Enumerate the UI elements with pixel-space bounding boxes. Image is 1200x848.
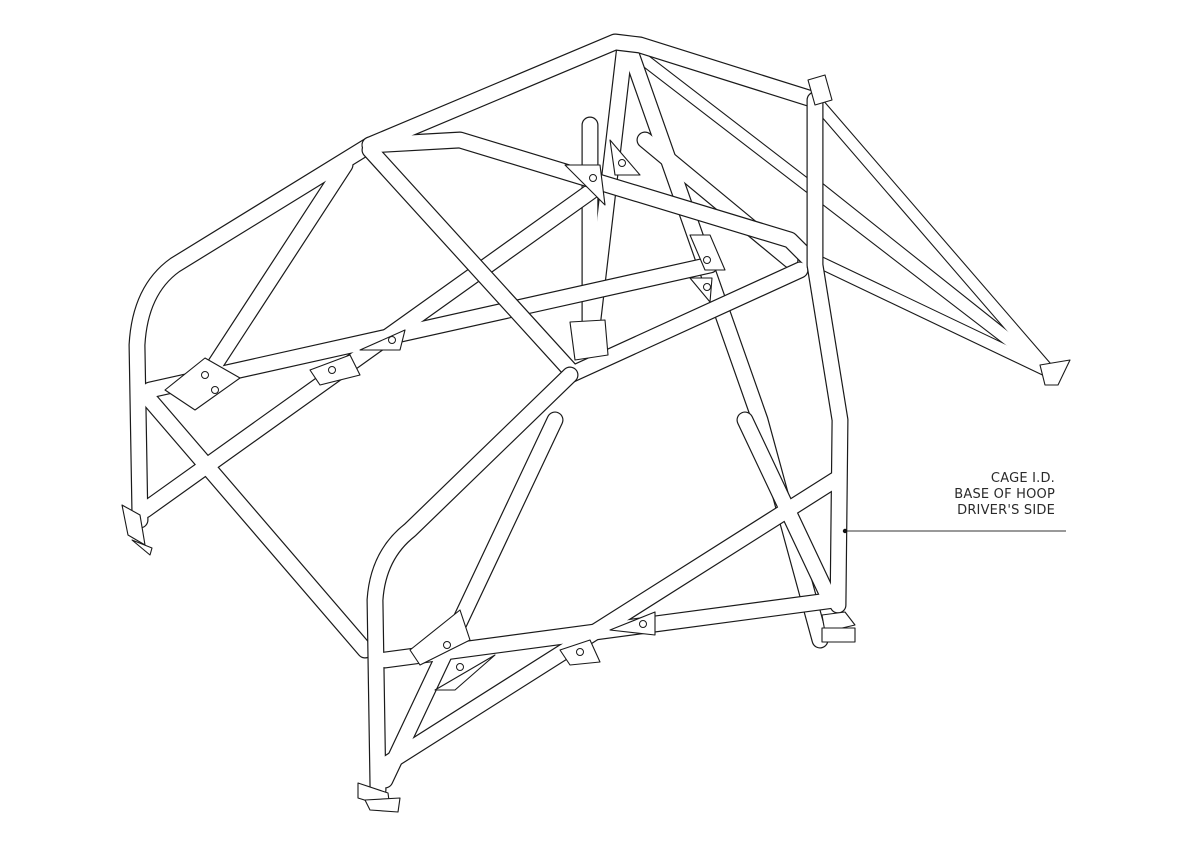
cage-id-annotation: CAGE I.D. BASE OF HOOP DRIVER'S SIDE	[905, 471, 1055, 519]
roof-tubes	[361, 33, 824, 384]
rear-stays	[618, 38, 1057, 379]
annotation-line-2: BASE OF HOOP	[954, 487, 1055, 502]
gusset-plates	[164, 139, 726, 691]
mounting-feet	[121, 74, 1071, 813]
annotation-line-1: CAGE I.D.	[990, 471, 1055, 486]
annotation-line-3: DRIVER'S SIDE	[957, 503, 1055, 518]
annotation-leader	[842, 528, 1066, 534]
